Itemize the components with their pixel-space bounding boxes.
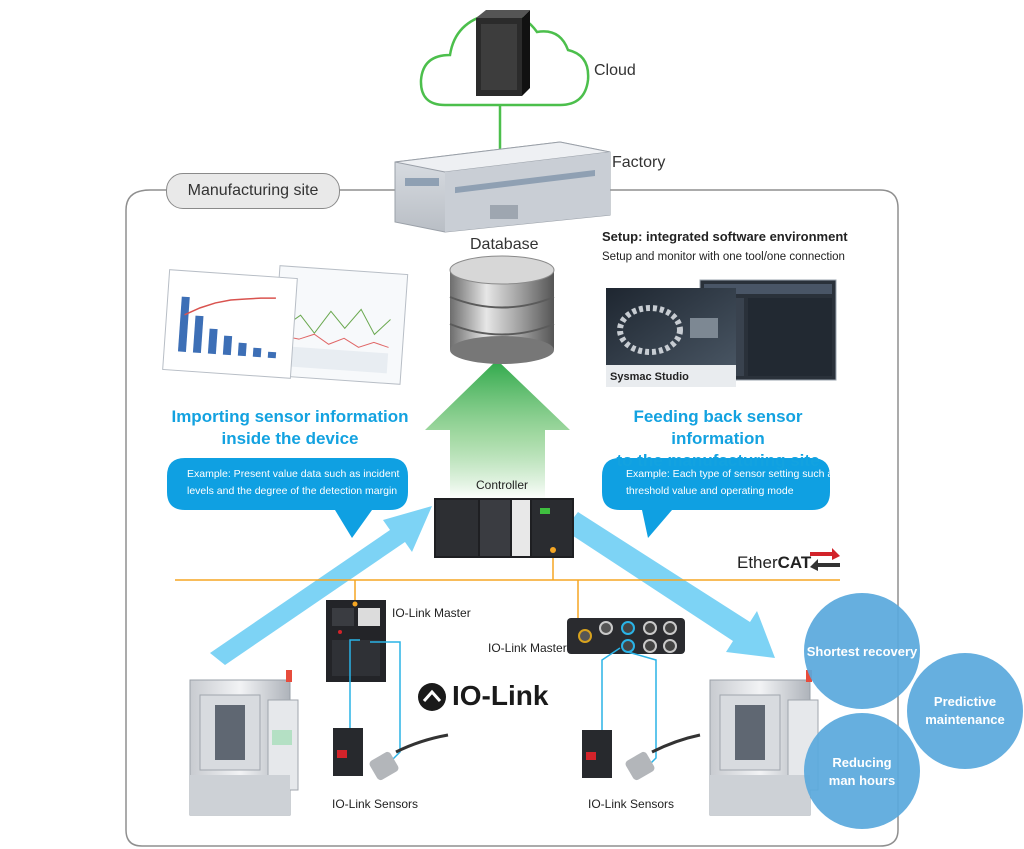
predictive-line2: maintenance (925, 712, 1005, 727)
io-link-master-left-device (326, 600, 386, 682)
predictive-maintenance-label: Predictive maintenance (907, 693, 1023, 729)
manufacturing-site-tag: Manufacturing site (166, 173, 340, 209)
left-bubble-shape (167, 458, 408, 538)
predictive-maintenance-circle (907, 653, 1023, 769)
left-panel-title: Importing sensor information inside the … (160, 406, 420, 450)
upload-diagonal-arrow (210, 506, 432, 665)
left-bubble-text: Example: Present value data such as inci… (187, 466, 399, 500)
upload-arrow (425, 360, 570, 500)
reducing-line1: Reducing (832, 755, 892, 770)
left-bubble-line1: Example: Present value data such as inci… (187, 468, 400, 480)
shortest-recovery-label: Shortest recovery (806, 644, 918, 659)
ethercat-prefix: Ether (737, 553, 778, 572)
io-link-sensors-right-label: IO-Link Sensors (588, 797, 675, 811)
sysmac-studio-label: Sysmac Studio (610, 371, 689, 383)
controller-device (434, 498, 574, 558)
ethercat-logo-arrows (810, 548, 840, 571)
io-link-master-right-label: IO-Link Master (488, 641, 567, 655)
left-bubble-line2: levels and the degree of the detection m… (187, 485, 398, 497)
manufacturing-site-frame (125, 189, 899, 847)
io-link-logo-icon (418, 683, 446, 711)
right-panel-title: Feeding back sensor information to the m… (588, 406, 848, 472)
photoelectric-sensor-right (582, 730, 612, 778)
machine-left (189, 670, 299, 816)
data-charts-thumbnail (162, 265, 409, 385)
reducing-man-hours-circle (804, 713, 920, 829)
factory-building-icon (394, 141, 611, 233)
database-icon (449, 255, 555, 364)
right-bubble-shape (602, 458, 830, 538)
ethercat-suffix: CAT (777, 553, 812, 572)
left-panel-title-line2: inside the device (221, 429, 359, 448)
right-bubble-line2: threshold value and operating mode (626, 485, 794, 497)
predictive-line1: Predictive (933, 694, 997, 709)
reducing-man-hours-label: Reducing man hours (804, 754, 920, 790)
right-panel-title-line1: Feeding back sensor information (633, 407, 803, 448)
photoelectric-sensor-left (333, 728, 363, 776)
right-bubble-text: Example: Each type of sensor setting suc… (626, 466, 838, 500)
io-link-master-right-device (567, 618, 685, 654)
right-bubble-line1: Example: Each type of sensor setting suc… (626, 468, 839, 480)
io-link-logo-text: IO-Link (452, 680, 549, 711)
sensor-cables (349, 639, 657, 765)
reducing-line2: man hours (828, 773, 896, 788)
right-panel-title-line2: to the manufacturing site (616, 451, 820, 470)
factory-label: Factory (612, 154, 666, 171)
proximity-sensor-right (625, 733, 701, 781)
shortest-recovery-circle (804, 593, 920, 709)
setup-title: Setup: integrated software environment (602, 229, 848, 244)
cloud-label: Cloud (594, 62, 636, 79)
sysmac-studio-screenshot: Sysmac Studio (606, 279, 837, 387)
machine-right (709, 670, 819, 816)
io-link-sensors-left-label: IO-Link Sensors (332, 797, 419, 811)
proximity-sensor-left (369, 733, 449, 781)
left-panel-title-line1: Importing sensor information (171, 407, 409, 426)
io-link-master-left-label: IO-Link Master (392, 606, 471, 620)
cloud-server-icon (476, 10, 530, 96)
feedback-diagonal-arrow (564, 512, 775, 658)
ethercat-logo: EtherCAT (737, 553, 811, 573)
setup-subtitle: Setup and monitor with one tool/one conn… (602, 251, 845, 263)
controller-label: Controller (476, 478, 529, 492)
database-label: Database (470, 236, 539, 253)
